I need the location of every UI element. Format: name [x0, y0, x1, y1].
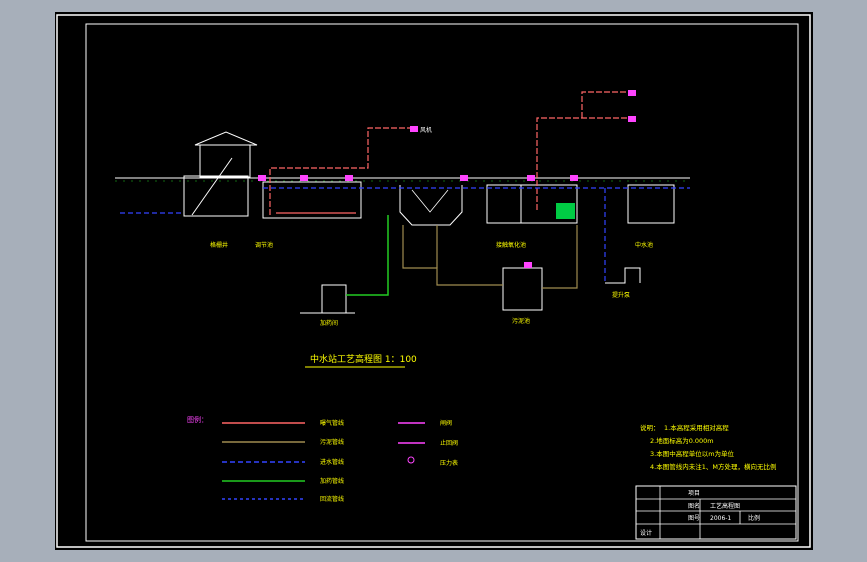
tb-r3c1: 图号: [688, 515, 700, 522]
legend-item-4: 回流管线: [320, 495, 344, 503]
legend-head: 图例：: [187, 415, 208, 424]
screen-building-roof: [194, 131, 258, 146]
screen-building: [199, 144, 251, 178]
legend-item-0: 曝气管线: [320, 419, 344, 427]
label-fan: 风机: [420, 126, 432, 134]
air-pipe-3: [581, 91, 628, 118]
oxidation-tank-2: [520, 184, 578, 224]
label-sludge-tank: 污泥池: [512, 317, 530, 325]
air-pipe-main: [269, 127, 410, 215]
valve-icons: [258, 90, 636, 268]
tb-r1c1: 项目: [688, 490, 700, 497]
sludge-tank: [502, 267, 543, 311]
diagram-title: 中水站工艺高程图 1：100: [310, 353, 417, 365]
legend-item-1: 污泥管线: [320, 438, 344, 446]
note-line-0: 1.本高程采用相对高程: [664, 423, 729, 432]
legend-symbol-2: 压力表: [440, 459, 458, 467]
regulating-tank: [262, 181, 362, 219]
label-dosing-room: 加药间: [320, 319, 338, 327]
tb-r2c1: 图名: [688, 502, 700, 510]
legend-symbol-1: 止回阀: [440, 439, 458, 447]
dosing-pipe: [346, 215, 389, 296]
reuse-tank: [627, 184, 675, 224]
settling-tank-inner: [411, 189, 449, 213]
settling-tank: [399, 185, 463, 226]
air-pipe-2: [536, 117, 628, 210]
drawing-sheet: [55, 12, 813, 550]
title-block: [635, 485, 797, 540]
tb-r4c1: 设计: [640, 529, 652, 537]
label-reuse-tank: 中水池: [635, 241, 653, 249]
label-regulating-tank: 调节池: [255, 241, 273, 249]
label-oxidation-tank: 接触氧化池: [496, 241, 526, 249]
sludge-pipe: [402, 225, 503, 286]
oxidation-tank-1: [486, 184, 522, 224]
sludge-pipe-2: [542, 225, 578, 289]
label-screen-well: 格栅井: [210, 241, 228, 249]
notes-title: 说明：: [640, 423, 660, 432]
legend-symbol-0: 闸阀: [440, 419, 452, 427]
label-pump: 提升泵: [612, 291, 630, 299]
outer-frame: [56, 14, 811, 548]
legend-item-3: 加药管线: [320, 477, 344, 485]
tb-r2c2: 工艺高程图: [710, 502, 740, 510]
dosing-room: [321, 284, 347, 314]
screen-well: [183, 175, 249, 217]
legend-symbol-gauge-icon: [407, 456, 415, 464]
pump-station: [605, 267, 641, 284]
legend-item-2: 进水管线: [320, 458, 344, 466]
inner-frame: [85, 23, 799, 542]
tb-r3c3: 比例: [748, 514, 760, 522]
tb-r3c2: 2006-1: [710, 515, 731, 522]
green-media: [556, 203, 575, 219]
note-line-3: 4.本图管线内未注1、M方处理，横向无比例: [650, 462, 776, 471]
screen-bar: [191, 157, 233, 216]
note-line-1: 2.地面标高为0.000m: [650, 436, 714, 445]
note-line-2: 3.本图中高程单位以m为单位: [650, 449, 735, 458]
